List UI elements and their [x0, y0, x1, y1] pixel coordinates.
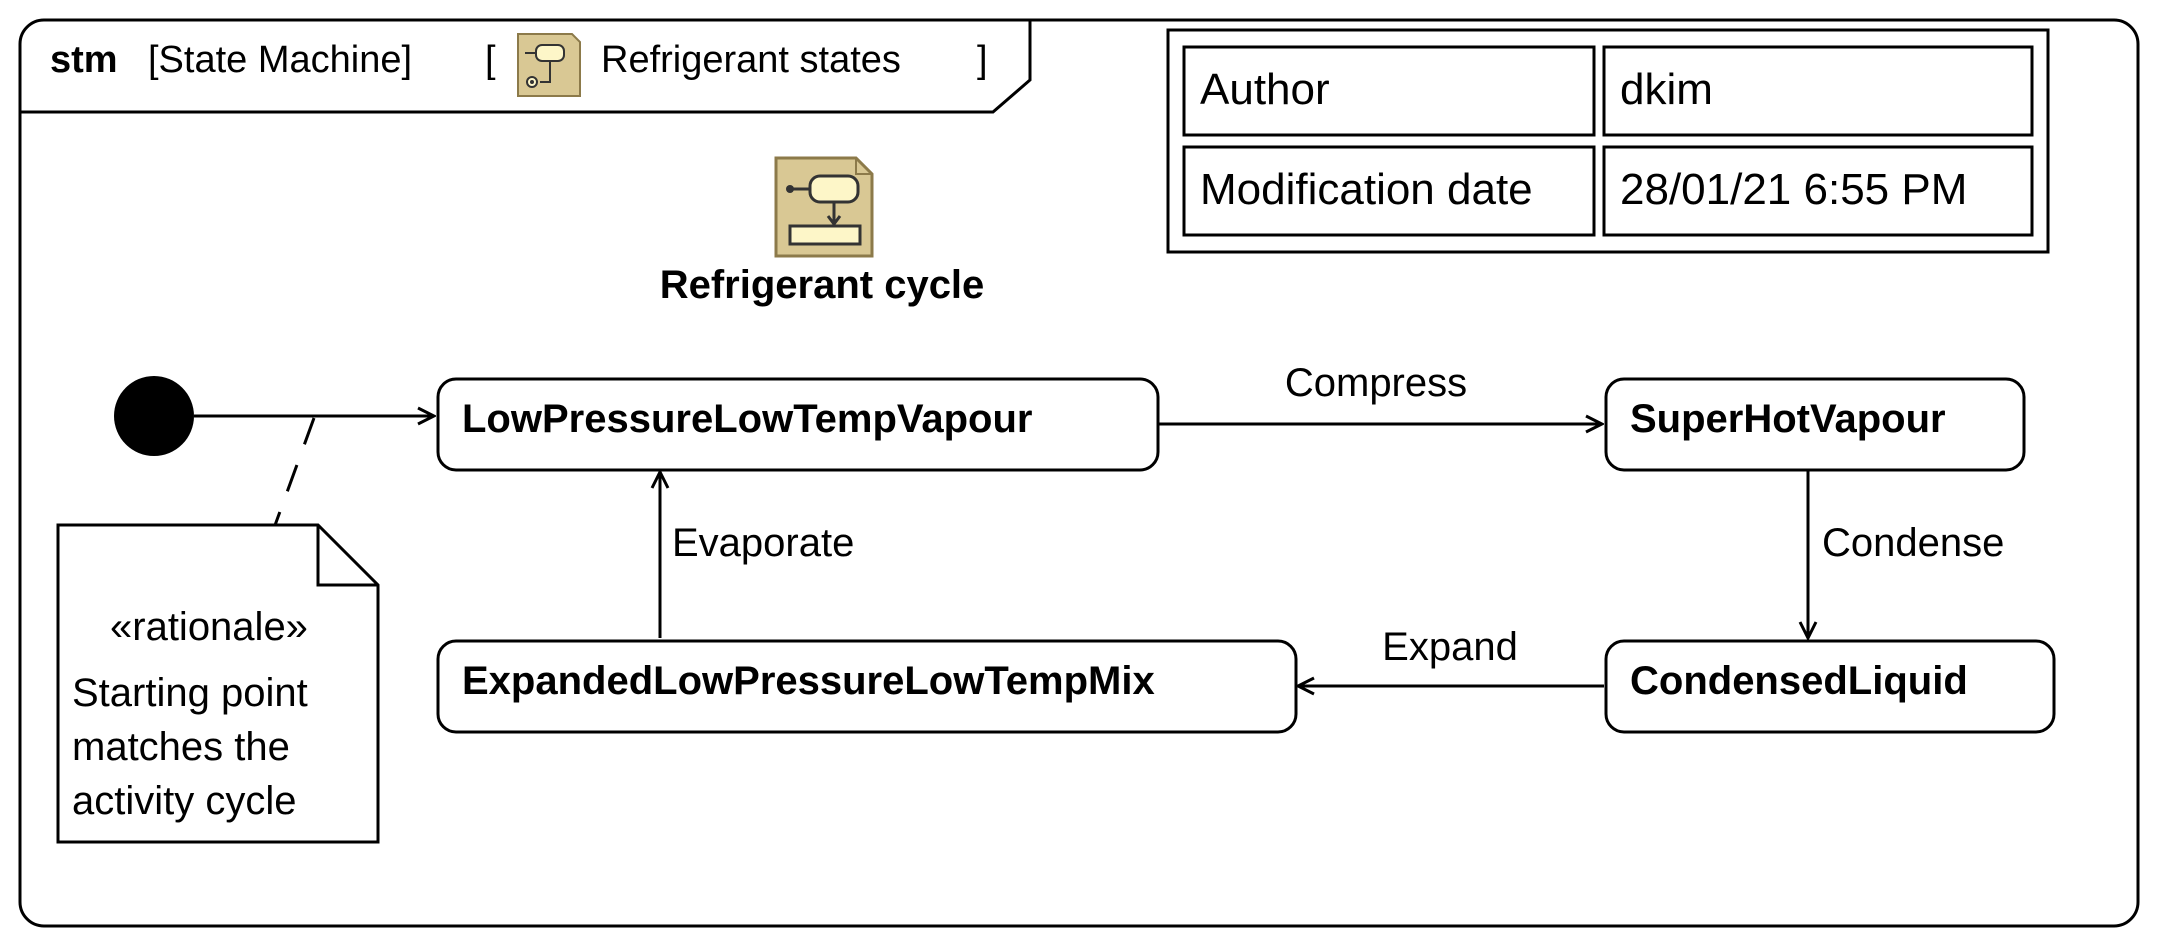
note-anchor-line	[272, 417, 316, 529]
rationale-note[interactable]: «rationale» Starting point matches the a…	[56, 523, 380, 844]
note-line: activity cycle	[72, 779, 297, 823]
frame-type-label: [State Machine]	[148, 39, 412, 81]
expand-label: Expand	[1382, 625, 1518, 669]
evaporate-label: Evaporate	[672, 521, 854, 565]
state-name: LowPressureLowTempVapour	[462, 397, 1033, 441]
behavior-name: Refrigerant cycle	[660, 263, 985, 307]
frame-kind: stm	[50, 39, 118, 81]
modification-date-label: Modification date	[1200, 165, 1533, 214]
initial-pseudostate[interactable]	[114, 376, 194, 456]
author-value: dkim	[1620, 65, 1713, 114]
info-table: Author dkim Modification date 28/01/21 6…	[1166, 28, 2050, 254]
state-super-hot-vapour[interactable]: SuperHotVapour	[1604, 377, 2026, 472]
author-label: Author	[1200, 65, 1330, 114]
diagram-frame	[18, 18, 2140, 928]
state-condensed-liquid[interactable]: CondensedLiquid	[1604, 639, 2056, 734]
frame-header: stm [State Machine] [ Refrigerant states…	[50, 33, 988, 97]
note-line: matches the	[72, 725, 290, 769]
condense-label: Condense	[1822, 521, 2004, 565]
state-low-pressure-low-temp-vapour[interactable]: LowPressureLowTempVapour	[436, 377, 1160, 472]
state-name: CondensedLiquid	[1630, 659, 1968, 703]
state-machine-icon	[517, 33, 581, 97]
frame-close-bracket: ]	[977, 39, 988, 81]
state-name: SuperHotVapour	[1630, 397, 1946, 441]
frame-open-bracket: [	[485, 39, 496, 81]
frame-name-tab	[20, 20, 1032, 114]
note-stereotype: «rationale»	[110, 605, 308, 649]
behavior-reference[interactable]: Refrigerant cycle	[660, 156, 985, 307]
note-line: Starting point	[72, 671, 308, 715]
activity-diagram-icon	[774, 156, 874, 258]
frame-name: Refrigerant states	[601, 39, 901, 81]
state-expanded-low-pressure-low-temp-mix[interactable]: ExpandedLowPressureLowTempMix	[436, 639, 1298, 734]
compress-label: Compress	[1285, 361, 1467, 405]
modification-date-value: 28/01/21 6:55 PM	[1620, 165, 1967, 214]
state-name: ExpandedLowPressureLowTempMix	[462, 659, 1155, 703]
